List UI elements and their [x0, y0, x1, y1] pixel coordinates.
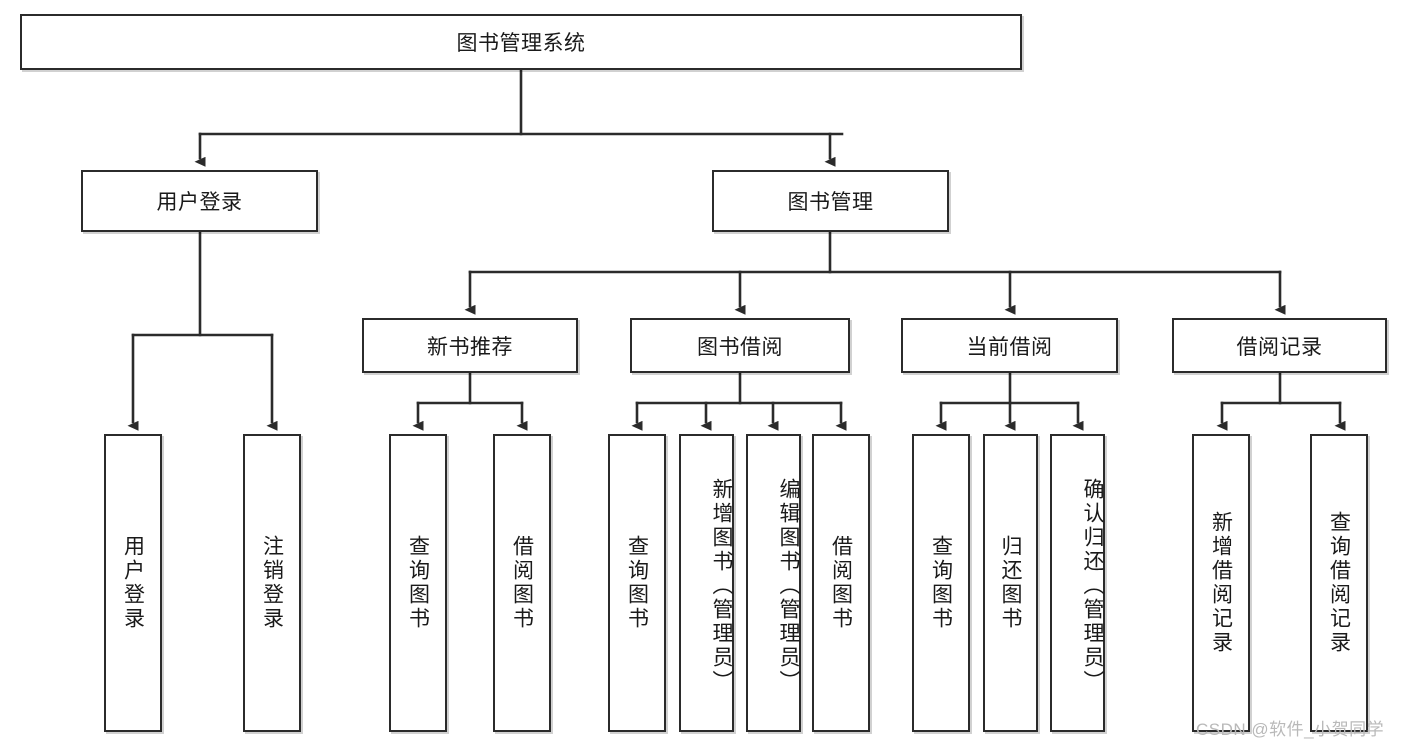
- node-book-management[interactable]: 图书管理: [712, 170, 949, 232]
- node-leaf-add-book[interactable]: 新增图书（管理员）: [679, 434, 734, 732]
- node-leaf-return-book[interactable]: 归还图书: [983, 434, 1038, 732]
- node-leaf-user-login[interactable]: 用户登录: [104, 434, 162, 732]
- node-label: 借阅记录: [1236, 335, 1323, 359]
- node-label: 借阅图书: [510, 535, 534, 631]
- node-user-login[interactable]: 用户登录: [81, 170, 318, 232]
- node-label: 编辑图书（管理员）: [777, 478, 800, 694]
- node-label: 用户登录: [156, 191, 243, 214]
- node-label: 确认归还（管理员）: [1081, 478, 1104, 694]
- node-label: 用户登录: [121, 535, 145, 631]
- node-leaf-borrow-book-1[interactable]: 借阅图书: [493, 434, 551, 732]
- node-label: 新增图书（管理员）: [710, 478, 733, 694]
- node-label: 归还图书: [999, 535, 1022, 631]
- node-label: 新增借阅记录: [1209, 511, 1233, 655]
- node-label: 当前借阅: [966, 335, 1053, 359]
- node-leaf-query-book-2[interactable]: 查询图书: [608, 434, 666, 732]
- node-label: 查询图书: [929, 535, 953, 631]
- node-label: 借阅图书: [829, 535, 853, 631]
- node-root-book-management-system[interactable]: 图书管理系统: [20, 14, 1022, 70]
- node-leaf-borrow-book-2[interactable]: 借阅图书: [812, 434, 870, 732]
- node-leaf-query-book-3[interactable]: 查询图书: [912, 434, 970, 732]
- node-new-book-recommend[interactable]: 新书推荐: [362, 318, 578, 373]
- node-label: 图书管理系统: [456, 32, 586, 55]
- node-leaf-query-book-1[interactable]: 查询图书: [389, 434, 447, 732]
- node-leaf-add-record[interactable]: 新增借阅记录: [1192, 434, 1250, 732]
- node-label: 新书推荐: [427, 335, 513, 359]
- node-current-borrow[interactable]: 当前借阅: [901, 318, 1118, 373]
- node-leaf-query-record[interactable]: 查询借阅记录: [1310, 434, 1368, 732]
- node-label: 查询图书: [406, 535, 430, 631]
- node-label: 图书管理: [787, 191, 874, 214]
- node-leaf-logout[interactable]: 注销登录: [243, 434, 301, 732]
- node-leaf-confirm-return[interactable]: 确认归还（管理员）: [1050, 434, 1105, 732]
- node-leaf-edit-book[interactable]: 编辑图书（管理员）: [746, 434, 801, 732]
- node-label: 注销登录: [260, 535, 284, 631]
- node-label: 图书借阅: [697, 335, 783, 359]
- node-label: 查询图书: [625, 535, 649, 631]
- node-label: 查询借阅记录: [1327, 511, 1351, 655]
- node-book-borrow[interactable]: 图书借阅: [630, 318, 850, 373]
- node-borrow-record[interactable]: 借阅记录: [1172, 318, 1387, 373]
